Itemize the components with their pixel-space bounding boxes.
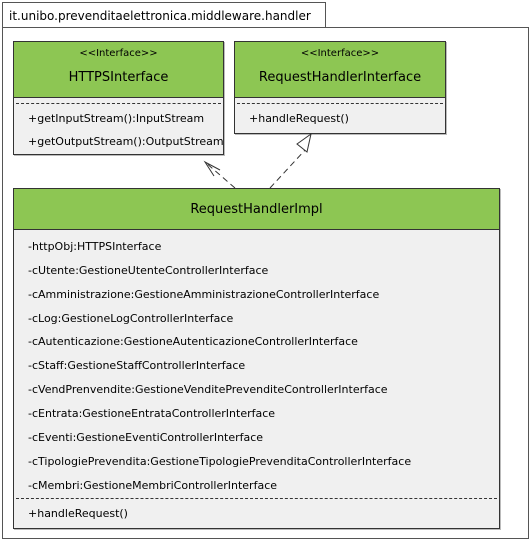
attribute: -cAutenticazione:GestioneAutenticazioneC…	[28, 335, 358, 348]
class-header: <<Interface>> RequestHandlerInterface	[235, 42, 445, 98]
class-request-handler-impl[interactable]: RequestHandlerImpl -httpObj:HTTPSInterfa…	[13, 188, 500, 529]
attribute: -cLog:GestioneLogControllerInterface	[28, 312, 234, 325]
operation: +getInputStream():InputStream	[28, 112, 205, 125]
attribute: -cStaff:GestioneStaffControllerInterface	[28, 359, 246, 372]
class-name: RequestHandlerImpl	[190, 202, 323, 217]
stereotype-label: <<Interface>>	[79, 48, 158, 59]
compartment-separator	[237, 103, 443, 104]
attribute: -cUtente:GestioneUtenteControllerInterfa…	[28, 264, 269, 277]
attribute: -cVendPrenvendite:GestioneVenditePrevend…	[28, 383, 388, 396]
compartment-separator	[16, 103, 221, 104]
class-header: RequestHandlerImpl	[14, 189, 499, 230]
operation: +handleRequest()	[249, 112, 349, 125]
stereotype-label: <<Interface>>	[300, 48, 380, 59]
arrowhead-hollow-triangle	[296, 132, 312, 153]
operation: +getOutputStream():OutputStream	[28, 135, 224, 148]
attribute: -cMembri:GestioneMembriControllerInterfa…	[28, 479, 278, 492]
attribute: -httpObj:HTTPSInterface	[28, 240, 162, 253]
class-header: <<Interface>> HTTPSInterface	[14, 42, 223, 98]
class-name: HTTPSInterface	[68, 70, 169, 85]
class-https-interface[interactable]: <<Interface>> HTTPSInterface +getInputSt…	[13, 41, 224, 155]
attribute: -cEventi:GestioneEventiControllerInterfa…	[28, 431, 264, 444]
realization-line-https	[204, 161, 236, 189]
package-name: it.unibo.prevenditaelettronica.middlewar…	[9, 9, 311, 23]
attribute: -cEntrata:GestioneEntrataControllerInter…	[28, 407, 276, 420]
attribute: -cAmministrazione:GestioneAmministrazion…	[28, 288, 380, 301]
class-request-handler-interface[interactable]: <<Interface>> RequestHandlerInterface +h…	[234, 41, 446, 134]
realization-line-request-handler	[269, 148, 307, 189]
operation: +handleRequest()	[28, 507, 128, 520]
attribute: -cTipologiePrevendita:GestioneTipologieP…	[28, 455, 412, 468]
class-name: RequestHandlerInterface	[258, 70, 422, 85]
arrowhead-open-https	[203, 160, 221, 177]
package-name-tab: it.unibo.prevenditaelettronica.middlewar…	[2, 2, 326, 28]
compartment-separator	[16, 498, 497, 499]
